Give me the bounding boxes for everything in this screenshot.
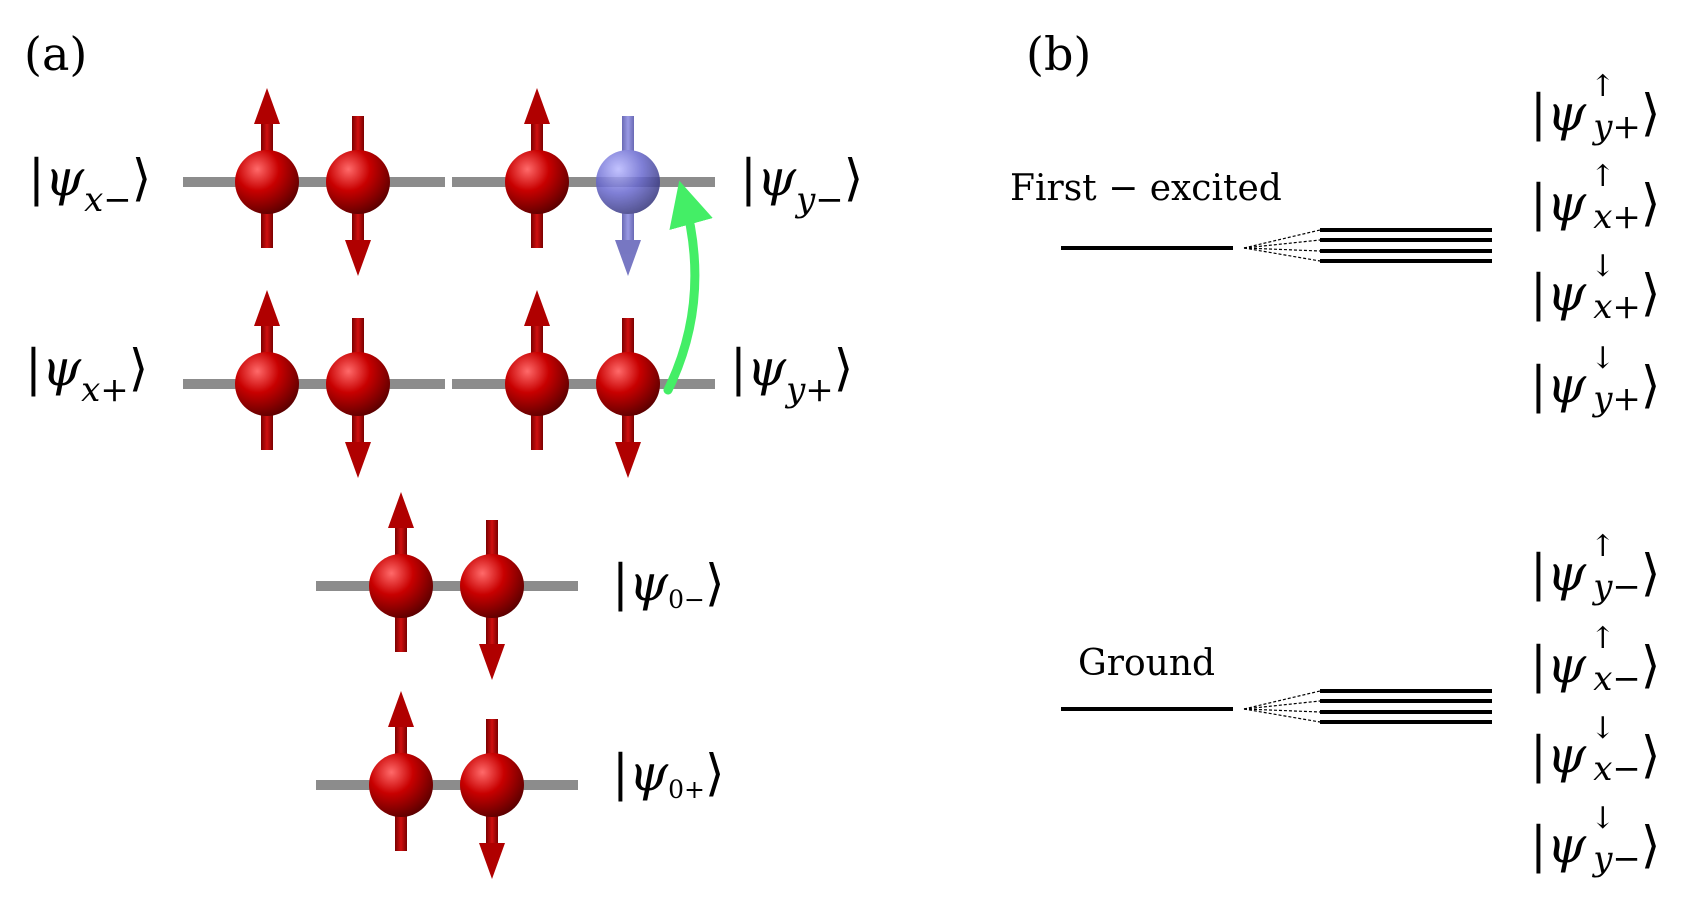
ket-psi-0-minus: |ψ0−⟩ <box>612 554 724 614</box>
electron-sphere <box>369 753 433 817</box>
ket-fe-1: |ψ↑x+⟩ <box>1530 159 1660 237</box>
electron-sphere <box>460 554 524 618</box>
ket-psi-x-plus: |ψx+⟩ <box>25 339 148 410</box>
ket-psi-y-minus: |ψy−⟩ <box>740 149 863 220</box>
spin-down-arrowhead <box>615 240 641 276</box>
spin-up-arrowhead <box>254 88 280 124</box>
electron-sphere <box>505 150 569 214</box>
first-excited-splitting-fan <box>1243 229 1321 262</box>
spin-up-electron <box>235 290 299 450</box>
ket-gr-2: |ψ↓x−⟩ <box>1530 711 1660 789</box>
ket-fe-3: |ψ↓y+⟩ <box>1530 341 1660 419</box>
spin-down-electron <box>460 719 524 879</box>
ket-psi-y-plus: |ψy+⟩ <box>730 339 853 410</box>
electron-sphere <box>596 150 660 214</box>
electron-sphere <box>326 352 390 416</box>
transition-arrow <box>663 180 713 395</box>
spin-up-arrowhead <box>388 691 414 727</box>
spin-up-arrowhead <box>388 492 414 528</box>
spin-down-electron <box>326 318 390 478</box>
ground-split-lines <box>1320 689 1492 724</box>
spin-down-arrowhead <box>615 442 641 478</box>
spin-down-arrowhead <box>479 843 505 879</box>
spin-down-arrowhead <box>479 644 505 680</box>
ground-label: Ground <box>1078 643 1215 684</box>
spin-up-electron <box>505 290 569 450</box>
ket-gr-1: |ψ↑x−⟩ <box>1530 621 1660 699</box>
spin-up-arrowhead <box>524 290 550 326</box>
first-excited-label: First − excited <box>1010 168 1282 209</box>
first-excited-level <box>1061 228 1492 263</box>
spin-up-electron <box>235 88 299 248</box>
ground-level <box>1061 689 1492 724</box>
spin-down-electron-flipped <box>596 116 660 276</box>
ket-gr-0: |ψ↑y−⟩ <box>1530 529 1660 607</box>
electron-sphere <box>460 753 524 817</box>
spin-down-electron <box>326 116 390 276</box>
ket-gr-3: |ψ↓y−⟩ <box>1530 801 1660 879</box>
spin-down-electron <box>460 520 524 680</box>
ket-fe-0: |ψ↑y+⟩ <box>1530 69 1660 147</box>
spin-up-electron <box>505 88 569 248</box>
spin-down-electron <box>596 318 660 478</box>
spin-up-arrowhead <box>254 290 280 326</box>
ket-psi-0-plus: |ψ0+⟩ <box>612 744 724 804</box>
spin-down-arrowhead <box>345 240 371 276</box>
first-excited-split-lines <box>1320 228 1492 263</box>
electron-sphere <box>235 352 299 416</box>
ground-splitting-fan <box>1243 690 1321 723</box>
orbital-lines <box>183 177 715 790</box>
spin-up-electron <box>369 492 433 652</box>
spin-up-electron <box>369 691 433 851</box>
electron-sphere <box>596 352 660 416</box>
spin-up-arrowhead <box>524 88 550 124</box>
electron-sphere <box>369 554 433 618</box>
ket-fe-2: |ψ↓x+⟩ <box>1530 249 1660 327</box>
first-excited-kets: |ψ↑y+⟩ |ψ↑x+⟩ |ψ↓x+⟩ |ψ↓y+⟩ <box>1530 69 1660 419</box>
electron-sphere <box>326 150 390 214</box>
panel-b-label: (b) <box>1026 27 1091 81</box>
panel-a-label: (a) <box>24 27 87 81</box>
ground-kets: |ψ↑y−⟩ |ψ↑x−⟩ |ψ↓x−⟩ |ψ↓y−⟩ <box>1530 529 1660 879</box>
electron-sphere <box>505 352 569 416</box>
spin-down-arrowhead <box>345 442 371 478</box>
spin-electrons <box>235 88 660 879</box>
ket-psi-x-minus: |ψx−⟩ <box>28 149 151 220</box>
electron-sphere <box>235 150 299 214</box>
